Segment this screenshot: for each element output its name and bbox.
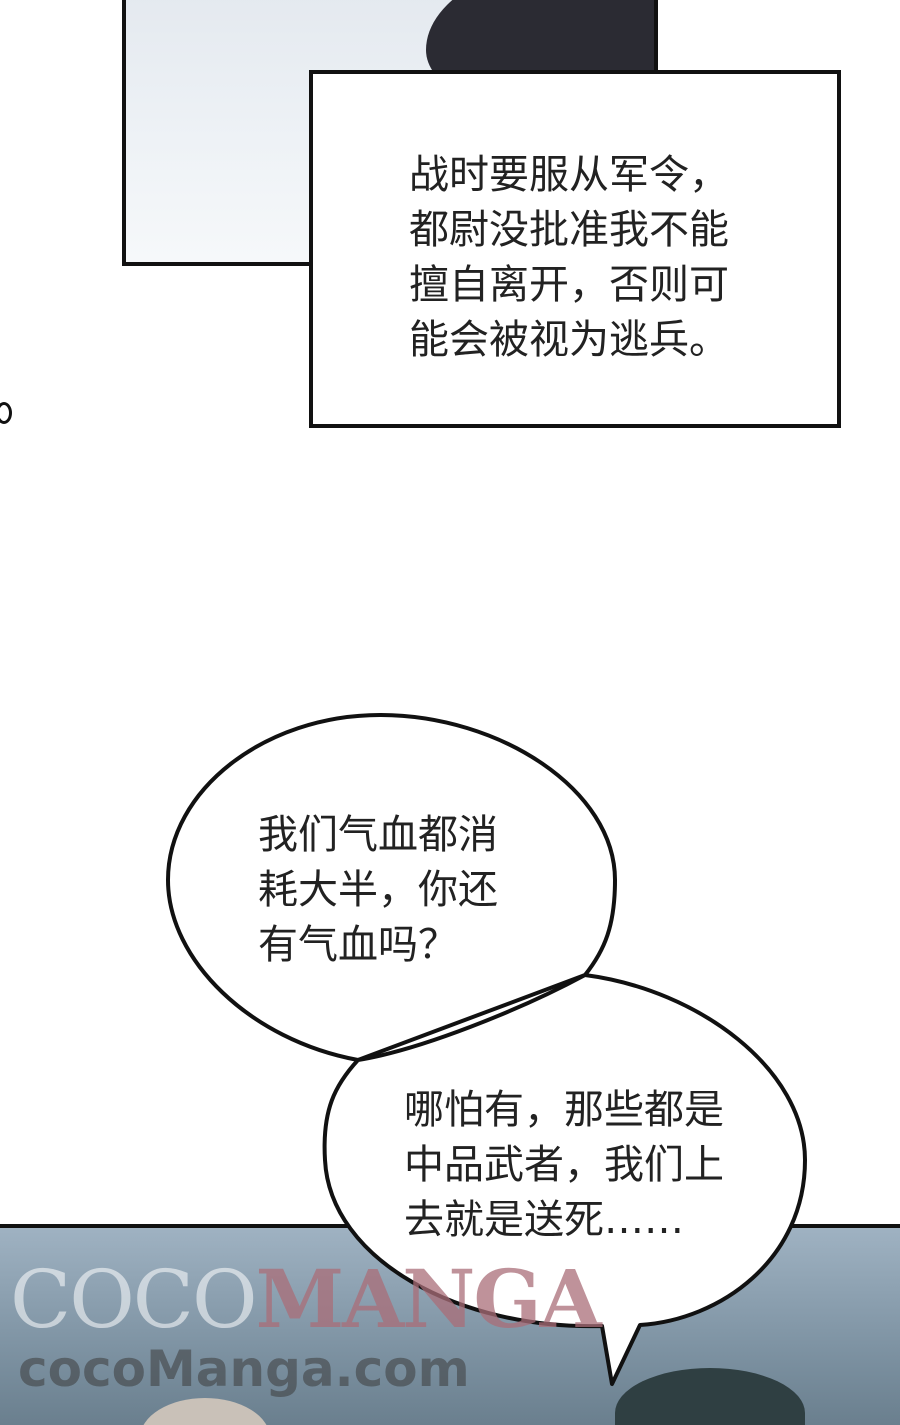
speech-bubble-one-text: 我们气血都消 耗大半，你还 有气血吗？ (258, 812, 498, 968)
narration-text: 战时要服从军令， 都尉没批准我不能 擅自离开，否则可 能会被视为逃兵。 (409, 152, 729, 363)
watermark-url: cocoManga.com (18, 1340, 470, 1398)
watermark-logo-part1: COCO (10, 1253, 258, 1346)
speech-bubble-one-shape (166, 713, 617, 1062)
speech-bubble-two-text: 哪怕有，那些都是 中品武者，我们上 去就是送死…… (404, 1087, 724, 1243)
watermark-logo: COCOMANGA (10, 1252, 602, 1346)
watermark-logo-part2: MANGA (255, 1252, 602, 1346)
narration-box: 战时要服从军令， 都尉没批准我不能 擅自离开，否则可 能会被视为逃兵。 (309, 70, 841, 428)
speech-bubble-two-shape (322, 973, 807, 1386)
edge-mark (0, 402, 12, 424)
